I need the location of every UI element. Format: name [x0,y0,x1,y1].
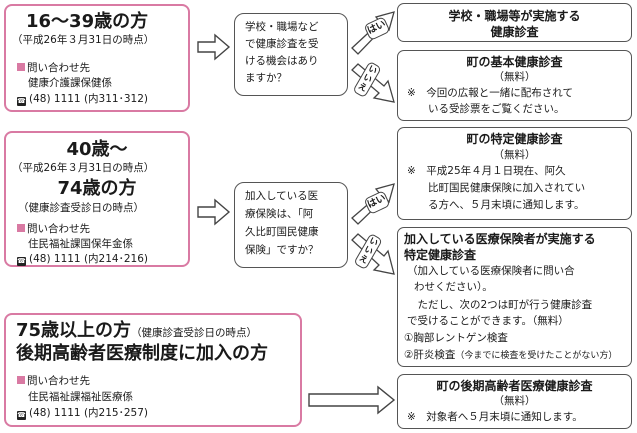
question-box-school: 学校・職場など で健康診査を受 ける機会はあり ますか？ [234,13,348,96]
result-title: 学校・職場等が実施する [448,9,581,23]
result-insurer-checkup: 加入している医療保険者が実施する 特定健康診査 （加入している医療保険者に問い合… [397,227,632,367]
phone-icon: ☎ [17,411,26,420]
question-line: 学校・職場など [245,21,319,33]
result-note: ※ 平成25年４月１日現在、阿久 [407,165,566,177]
contact-phone: ☎(48) 1111 (内311･312) [17,93,148,106]
result-item: ②肝炎検査（今までに検査を受けたことがない方） [404,349,618,361]
question-line: 療保険は、「阿 [245,208,314,220]
result-body: わせください）。 [414,281,493,293]
contact-label: 問い合わせ先 [17,376,90,387]
question-line: で健康診査を受 [245,38,319,50]
question-box-insurance: 加入している医 療保険は、「阿 久比町国民健康 保険」ですか？ [234,182,348,268]
contact-phone: ☎(48) 1111 (内214･216) [17,253,148,266]
group-title: 16～39歳の方 [26,11,149,32]
arrow-right-icon [197,33,231,61]
group-title: 75歳以上の方（健康診査受診日の時点） [16,320,258,341]
result-title: 町の基本健康診査 [466,55,563,69]
arrow-right-icon [197,198,231,226]
group-16-39: 16～39歳の方 （平成26年３月31日の時点） 問い合わせ先 健康介護課保健係… [4,4,190,112]
question-line: 加入している医 [245,190,319,202]
group-date-note: （平成26年３月31日の時点） [12,162,155,174]
result-body: （加入している医療保険者に問い合 [407,265,575,277]
result-note: ※ 対象者へ５月末頃に通知します。 [407,411,583,423]
contact-dept: 住民福祉課国保年金係 [28,238,133,250]
square-marker-icon [17,376,25,384]
result-fee: （無料） [493,149,536,161]
group-75-plus: 75歳以上の方（健康診査受診日の時点） 後期高齢者医療制度に加入の方 問い合わせ… [4,313,302,427]
question-line: 久比町国民健康 [245,226,319,238]
group-title: 40歳～ [66,139,128,160]
phone-icon: ☎ [17,97,26,106]
result-school-checkup: 学校・職場等が実施する 健康診査 [397,3,632,42]
result-elderly-checkup: 町の後期高齢者医療健康診査 （無料） ※ 対象者へ５月末頃に通知します。 [397,374,632,429]
question-line: 保険」ですか？ [245,244,319,256]
result-specific-checkup: 町の特定健康診査 （無料） ※ 平成25年４月１日現在、阿久 比町国民健康保険に… [397,127,632,220]
result-body: ただし、次の2つは町が行う健康診査 [407,299,593,311]
question-line: ける機会はあり [245,55,319,67]
result-title: 町の後期高齢者医療健康診査 [436,379,593,393]
contact-label: 問い合わせ先 [17,224,90,235]
square-marker-icon [17,224,25,232]
question-line: ますか？ [245,72,287,84]
contact-phone: ☎(48) 1111 (内215･257) [17,407,148,420]
contact-label: 問い合わせ先 [17,63,90,74]
contact-dept: 健康介護課保健係 [28,77,112,89]
result-title: 健康診査 [490,25,539,39]
group-date-note: （健康診査受診日の時点） [18,202,144,214]
result-title: 加入している医療保険者が実施する [404,232,596,246]
result-fee: （無料） [493,395,536,407]
group-title: 74歳の方 [57,178,137,199]
arrow-right-long-icon [308,385,396,415]
group-date-note: （平成26年３月31日の時点） [12,34,155,46]
group-40-74: 40歳～ （平成26年３月31日の時点） 74歳の方 （健康診査受診日の時点） … [4,131,190,267]
result-basic-checkup: 町の基本健康診査 （無料） ※ 今回の広報と一緒に配布されて いる受診票をご覧く… [397,50,632,121]
result-item: ①胸部レントゲン検査 [404,332,508,344]
result-note: る方へ、５月末頃に通知します。 [407,199,585,211]
contact-dept: 住民福祉課福祉医療係 [28,391,133,403]
result-note: いる受診票をご覧ください。 [407,103,565,115]
result-title: 特定健康診査 [404,248,477,262]
result-title: 町の特定健康診査 [466,132,563,146]
result-note: ※ 今回の広報と一緒に配布されて [407,87,573,99]
result-body: で受けることができます。（無料） [407,315,569,327]
result-note: 比町国民健康保険に加入されてい [407,182,586,194]
phone-icon: ☎ [17,257,26,266]
group-title-2: 後期高齢者医療制度に加入の方 [16,343,268,364]
result-fee: （無料） [493,71,536,83]
square-marker-icon [17,63,25,71]
